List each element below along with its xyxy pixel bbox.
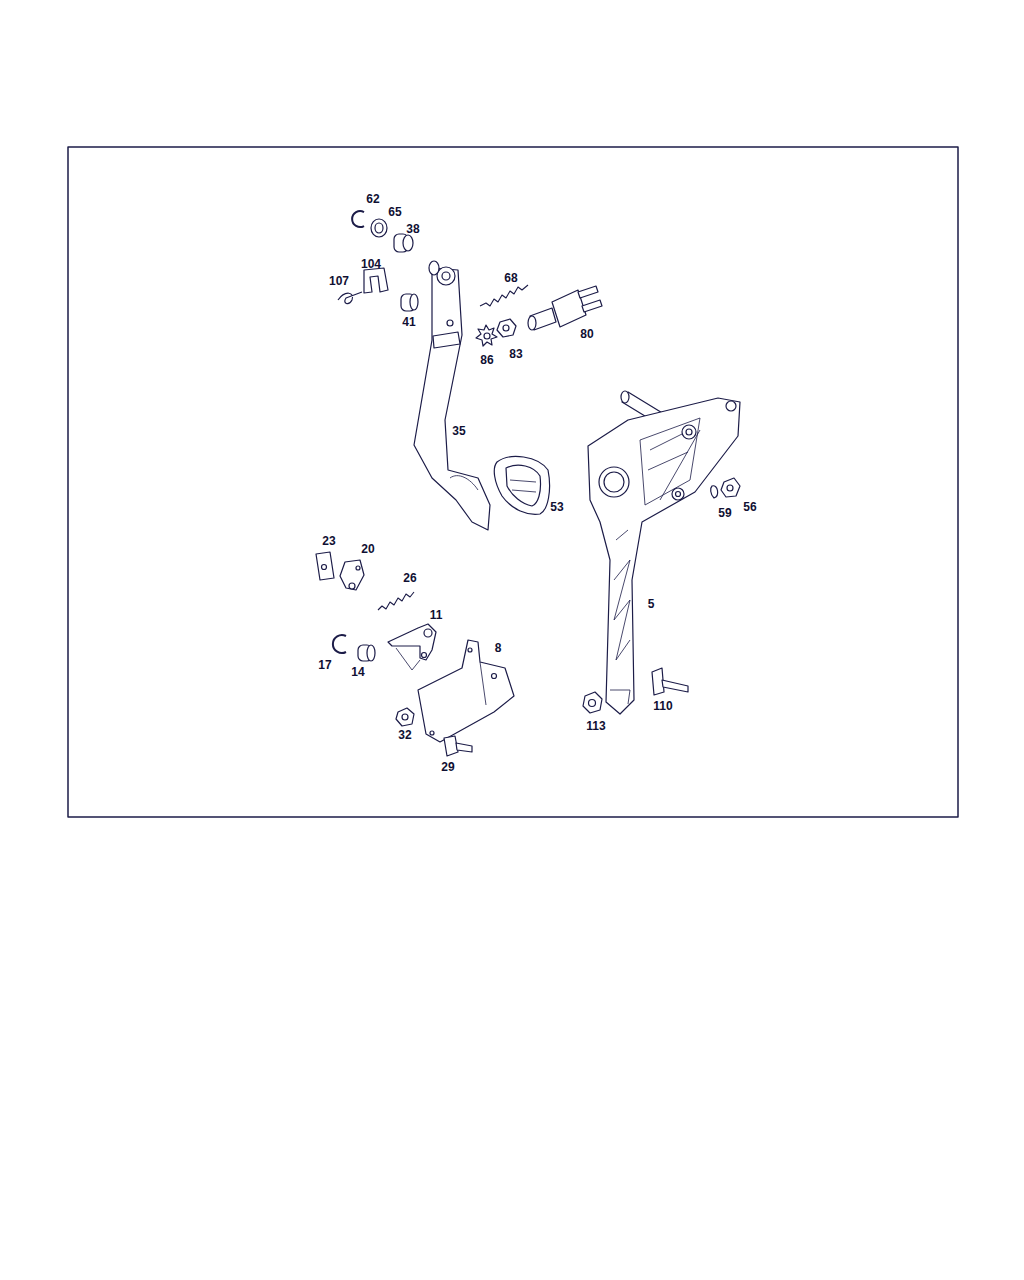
callout-number: 83 [509,348,522,360]
callout-number: 11 [430,609,443,621]
frame [68,147,958,817]
callout-number: 107 [329,275,349,287]
callout-number: 8 [495,642,502,654]
callout-number: 113 [586,720,605,732]
callout-number: 86 [480,354,493,366]
callout-number: 65 [388,206,401,218]
callout-number: 20 [361,543,374,555]
callout-number: 59 [718,507,731,519]
callout-number: 80 [580,328,593,340]
callout-number: 53 [550,501,563,513]
callout-number: 38 [406,223,419,235]
callout-number: 29 [441,761,454,773]
callout-number: 17 [318,659,331,671]
callout-number: 23 [322,535,335,547]
callout-number: 14 [351,666,364,678]
pedal-parts [338,211,602,530]
callout-number: 62 [366,193,379,205]
callout-number: 35 [452,425,465,437]
callout-number: 104 [361,258,381,270]
callout-number: 32 [398,729,411,741]
callout-number: 68 [504,272,517,284]
callout-number: 5 [648,598,655,610]
callout-number: 41 [402,316,415,328]
callout-number: 56 [743,501,756,513]
pedal-bracket [583,391,740,714]
callout-number: 110 [653,700,672,712]
lower-parts [316,552,514,756]
callout-number: 26 [403,572,416,584]
